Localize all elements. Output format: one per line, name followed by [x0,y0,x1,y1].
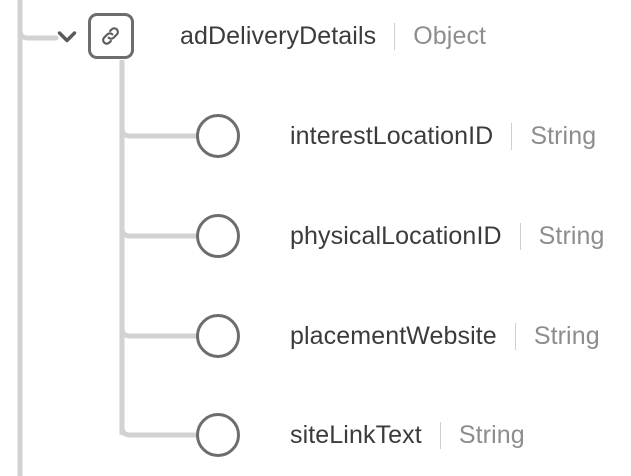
child-node-type: String [538,221,605,250]
parent-node-type: Object [413,21,487,50]
child-type-divider [439,421,441,449]
parent-node-label-group[interactable]: adDeliveryDetails Object [180,13,486,59]
parent-elbow-line [17,15,59,41]
child-node-type: String [533,321,600,350]
child-node-name: physicalLocationID [290,221,502,250]
circle-node-icon[interactable] [196,314,240,358]
child-elbow-line-4 [119,424,199,438]
child-node-label-group: physicalLocationID String [290,212,605,260]
child-node-label-group: siteLinkText String [290,411,525,459]
parent-type-divider [394,22,396,50]
child-node-name: siteLinkText [290,420,422,449]
parent-node-name: adDeliveryDetails [180,21,377,50]
child-node-type: String [530,121,597,150]
circle-node-icon[interactable] [196,114,240,158]
child-type-divider [519,222,521,250]
child-elbow-line-2 [119,225,199,239]
child-elbow-line-1 [119,125,199,139]
child-node-label-group: interestLocationID String [290,112,596,160]
child-node-type: String [458,420,525,449]
child-node-name: interestLocationID [290,121,494,150]
circle-node-icon[interactable] [196,214,240,258]
child-elbow-line-3 [119,325,199,339]
circle-node-icon[interactable] [196,413,240,457]
chevron-down-icon[interactable] [56,26,78,48]
link-icon [99,24,123,48]
child-node-name: placementWebsite [290,321,497,350]
child-type-divider [511,122,513,150]
child-type-divider [514,322,516,350]
parent-node-icon-button[interactable] [88,13,134,59]
child-node-label-group: placementWebsite String [290,312,600,360]
